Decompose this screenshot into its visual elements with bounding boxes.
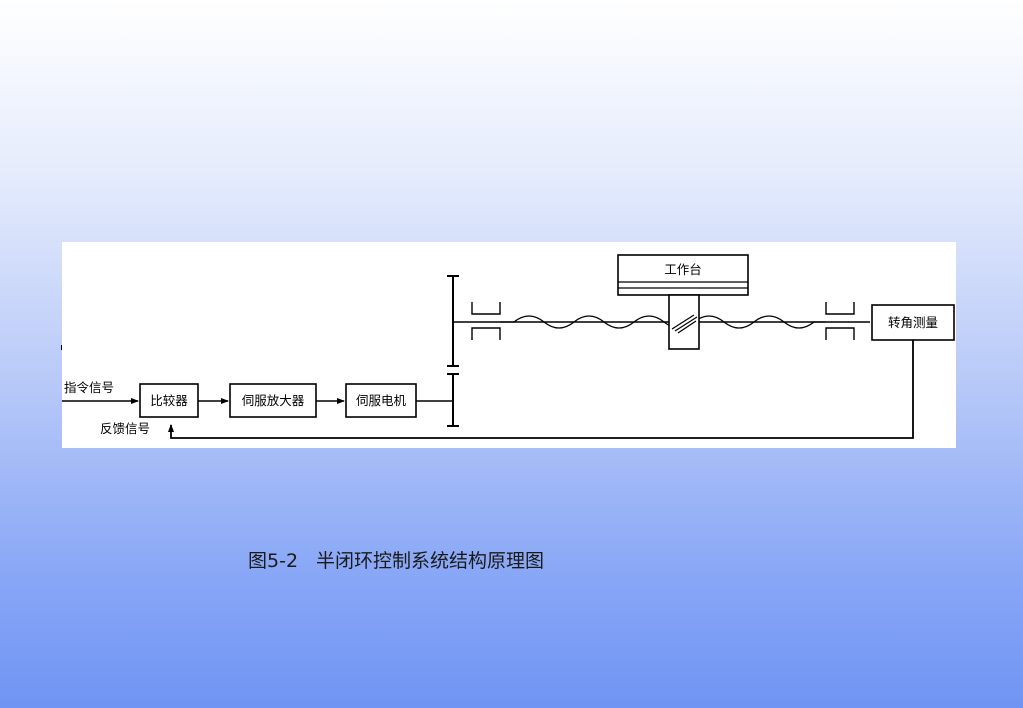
gear-pair <box>447 275 459 427</box>
diagram-canvas: 指令信号 比较器 伺服放大器 伺服电机 <box>62 254 955 439</box>
figure-caption: 图5-2 半闭环控制系统结构原理图 <box>248 546 544 573</box>
angle-sensor-block <box>871 304 955 341</box>
servo-motor-block <box>345 383 417 418</box>
servo-motor-label: 伺服电机 <box>356 393 407 408</box>
figure-title: 半闭环控制系统结构原理图 <box>316 550 545 572</box>
nut-thread-hatch <box>671 314 698 334</box>
servo-amplifier-block <box>229 383 317 418</box>
worktable-label: 工作台 <box>664 262 702 277</box>
feedback-path <box>168 340 914 439</box>
comparator-label: 比较器 <box>150 393 188 408</box>
figure-number: 图5-2 <box>248 550 299 572</box>
leadscrew-thread <box>500 315 826 329</box>
feedback-signal-label: 反馈信号 <box>100 421 150 436</box>
left-bearing <box>471 302 501 340</box>
control-system-diagram: 指令信号 比较器 伺服放大器 伺服电机 <box>62 242 956 448</box>
right-bearing <box>825 302 855 340</box>
angle-sensor-label: 转角测量 <box>888 315 938 330</box>
servo-amplifier-label: 伺服放大器 <box>242 393 305 408</box>
command-signal-label: 指令信号 <box>64 380 114 395</box>
